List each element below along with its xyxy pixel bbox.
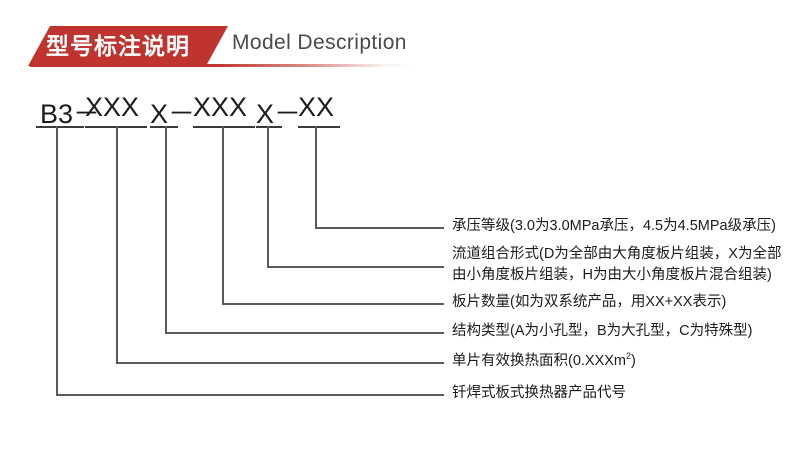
leader-line-vertical: [165, 126, 167, 332]
leader-line-horizontal: [165, 332, 444, 334]
header-underline-rule: [30, 64, 415, 67]
model-code-segment: XXX: [193, 92, 248, 122]
leader-line-vertical: [56, 126, 58, 394]
code-underline-tick: [193, 126, 255, 128]
callout-text-line: 由小角度板片组装，H为由大小角度板片混合组装): [452, 267, 772, 283]
leader-line-vertical: [222, 126, 224, 303]
code-underline-tick: [150, 126, 178, 128]
leader-line-vertical: [315, 126, 317, 227]
leader-line-horizontal: [267, 266, 444, 268]
header-banner-shape: [28, 26, 228, 66]
model-code-segment: X－: [150, 99, 196, 129]
leader-line-vertical: [267, 126, 269, 266]
callout-superscript: 2: [626, 351, 632, 362]
code-underline-tick: [256, 126, 282, 128]
header-title-cn: 型号标注说明: [46, 33, 190, 59]
callout-text-line: 板片数量(如为双系统产品，用XX+XX表示): [452, 294, 727, 310]
code-underline-tick: [36, 126, 84, 128]
header-title-en: Model Description: [232, 31, 407, 54]
leader-line-vertical: [116, 126, 118, 362]
callout-text-line: 钎焊式板式换热器产品代号: [452, 385, 626, 401]
leader-line-horizontal: [315, 227, 444, 229]
page-header: 型号标注说明 Model Description: [0, 0, 800, 78]
code-underline-tick: [298, 126, 340, 128]
callout-label-pressure-rating: 承压等级(3.0为3.0MPa承压，4.5为4.5MPa级承压): [452, 216, 776, 237]
callout-label-product-code: 钎焊式板式换热器产品代号: [452, 383, 626, 404]
model-code-segment: B3－: [40, 99, 101, 129]
callout-text-line: 承压等级(3.0为3.0MPa承压，4.5为4.5MPa级承压): [452, 218, 776, 234]
callout-text-line: 流道组合形式(D为全部由大角度板片组装，X为全部: [452, 246, 782, 262]
callout-label-plate-quantity: 板片数量(如为双系统产品，用XX+XX表示): [452, 292, 726, 313]
callout-text-tail: ): [631, 353, 636, 369]
leader-line-horizontal: [56, 394, 444, 396]
leader-line-horizontal: [116, 362, 444, 364]
callout-text: 单片有效换热面积(0.XXXm: [452, 353, 627, 369]
callout-label-single-plate-area: 单片有效换热面积(0.XXXm2): [452, 351, 636, 372]
model-code-segment: XX: [298, 92, 335, 122]
leader-line-horizontal: [222, 303, 444, 305]
callout-text-line: 结构类型(A为小孔型，B为大孔型，C为特殊型): [452, 323, 753, 339]
model-code-segment: XXX: [85, 92, 140, 122]
callout-label-structure-type: 结构类型(A为小孔型，B为大孔型，C为特殊型): [452, 321, 752, 342]
model-code-segment: X－: [256, 99, 302, 129]
callout-label-flow-channel-combination: 流道组合形式(D为全部由大角度板片组装，X为全部由小角度板片组装，H为由大小角度…: [452, 244, 781, 286]
